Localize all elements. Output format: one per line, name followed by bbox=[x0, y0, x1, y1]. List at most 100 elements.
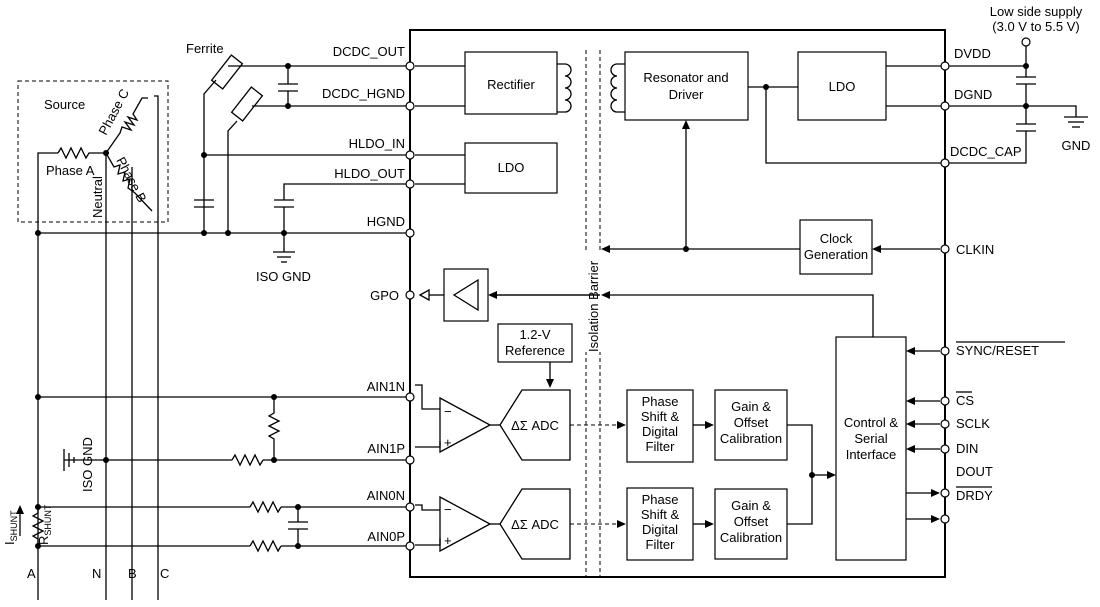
pin-dout-label: DOUT bbox=[956, 464, 993, 479]
source-box bbox=[17, 80, 169, 223]
ch0-gain-cal-block bbox=[714, 488, 788, 560]
phase-a-resistor bbox=[57, 146, 109, 160]
pin-ain0p-label: AIN0P bbox=[367, 529, 405, 544]
pin-dcdc-cap-label: DCDC_CAP bbox=[950, 144, 1022, 159]
svg-text:Shift &: Shift & bbox=[641, 409, 680, 424]
reference-label-2: Reference bbox=[505, 343, 565, 358]
pin-dcdc-out-label: DCDC_OUT bbox=[333, 44, 405, 59]
ch0-adc-label: ΔΣ ADC bbox=[511, 517, 559, 532]
control-serial-block bbox=[835, 336, 907, 561]
pin-gpo-label: GPO bbox=[370, 288, 399, 303]
ldo-label: LDO bbox=[829, 79, 856, 94]
ain1-series-resistor bbox=[231, 453, 264, 467]
svg-text:Filter: Filter bbox=[646, 439, 676, 454]
low-side-supply-label-1: Low side supply bbox=[990, 4, 1083, 19]
ch1-gain-cal-block bbox=[714, 389, 788, 461]
conductor-c-label: C bbox=[160, 566, 169, 581]
gnd-symbol bbox=[1064, 116, 1088, 128]
iso-gnd-label-bottom: ISO GND bbox=[80, 437, 95, 492]
conductor-b-label: B bbox=[128, 566, 137, 581]
r-shunt-label: RSHUNT bbox=[36, 504, 53, 545]
svg-text:Control &: Control & bbox=[844, 415, 899, 430]
neutral-label: Neutral bbox=[90, 176, 105, 218]
hldo-block bbox=[464, 142, 558, 194]
pin-sync-reset-label: SYNC/RESET bbox=[956, 343, 1039, 358]
gnd-label: GND bbox=[1062, 138, 1091, 153]
svg-text:Digital: Digital bbox=[642, 522, 678, 537]
resonator-block bbox=[624, 51, 749, 121]
resonator-label-1: Resonator and bbox=[643, 70, 728, 85]
pin-ain1n-label: AIN1N bbox=[367, 379, 405, 394]
pin-dgnd-label: DGND bbox=[954, 87, 992, 102]
conductor-n-label: N bbox=[92, 566, 101, 581]
ch0-amplifier bbox=[439, 495, 492, 553]
svg-text:Calibration: Calibration bbox=[720, 530, 782, 545]
ic-outline bbox=[409, 29, 946, 578]
hldo-label: LDO bbox=[498, 160, 525, 175]
svg-text:Phase: Phase bbox=[642, 394, 679, 409]
iso-gnd-symbol-bottom bbox=[63, 449, 75, 471]
ferrite-bead-1 bbox=[210, 54, 244, 90]
svg-text:Offset: Offset bbox=[734, 415, 769, 430]
pin-dvdd-label: DVDD bbox=[954, 46, 991, 61]
pin-din-label: DIN bbox=[956, 441, 978, 456]
isolation-barrier-label: Isolation Barrier bbox=[586, 260, 601, 352]
i-shunt-label: ISHUNT bbox=[2, 510, 19, 545]
svg-text:Calibration: Calibration bbox=[720, 431, 782, 446]
clock-label-1: Clock bbox=[820, 231, 853, 246]
transformer-coil-secondary bbox=[610, 63, 625, 113]
svg-text:Interface: Interface bbox=[846, 447, 897, 462]
phase-c-resistor bbox=[105, 97, 148, 154]
pin-hldo-in-label: HLDO_IN bbox=[349, 136, 405, 151]
ain1-shunt-resistor bbox=[267, 397, 281, 460]
pin-drdy-label: DRDY bbox=[956, 488, 993, 503]
right-pin-labels: DVDD DGND DCDC_CAP CLKIN SYNC/RESET CS S… bbox=[950, 46, 1039, 503]
rectifier-label: Rectifier bbox=[487, 77, 535, 92]
iso-gnd-label-top: ISO GND bbox=[256, 269, 311, 284]
gpo-buffer-triangle bbox=[452, 278, 479, 312]
pin-ain1p-label: AIN1P bbox=[367, 441, 405, 456]
reference-block bbox=[497, 323, 573, 363]
svg-text:Shift &: Shift & bbox=[641, 507, 680, 522]
transformer-coil-primary bbox=[557, 63, 572, 113]
ch1-phase-filter-block bbox=[626, 389, 694, 463]
clock-label-2: Generation bbox=[804, 247, 868, 262]
iso-gnd-symbol-top bbox=[273, 251, 295, 263]
svg-text:Filter: Filter bbox=[646, 537, 676, 552]
pin-hldo-out-label: HLDO_OUT bbox=[334, 166, 405, 181]
low-side-supply-label-2: (3.0 V to 5.5 V) bbox=[992, 19, 1079, 34]
clock-generation-block bbox=[799, 219, 873, 275]
pin-clkin-label: CLKIN bbox=[956, 242, 994, 257]
gpo-buffer-block bbox=[443, 268, 489, 322]
left-pin-labels: DCDC_OUT DCDC_HGND HLDO_IN HLDO_OUT HGND… bbox=[322, 44, 405, 544]
svg-text:+: + bbox=[444, 435, 452, 450]
conductor-a-label: A bbox=[27, 566, 36, 581]
pin-cs-label: CS bbox=[956, 393, 974, 408]
pin-dcdc-hgnd-label: DCDC_HGND bbox=[322, 86, 405, 101]
ch1-adc-label: ΔΣ ADC bbox=[511, 418, 559, 433]
resonator-label-2: Driver bbox=[669, 87, 704, 102]
ch1-amplifier bbox=[439, 396, 492, 454]
svg-text:Gain &: Gain & bbox=[731, 498, 771, 513]
svg-text:Serial: Serial bbox=[854, 431, 887, 446]
rectifier-block bbox=[464, 51, 558, 115]
svg-text:Gain &: Gain & bbox=[731, 399, 771, 414]
svg-text:−: − bbox=[444, 404, 452, 419]
shunt-resistor bbox=[31, 507, 45, 546]
source-label: Source bbox=[44, 97, 85, 112]
svg-text:−: − bbox=[444, 502, 452, 517]
ch0-phase-filter-block bbox=[626, 487, 694, 561]
pin-sclk-label: SCLK bbox=[956, 416, 990, 431]
svg-text:+: + bbox=[444, 533, 452, 548]
ferrite-label: Ferrite bbox=[186, 41, 224, 56]
phase-a-label: Phase A bbox=[46, 163, 95, 178]
phase-c-label: Phase C bbox=[95, 86, 132, 137]
svg-text:Phase: Phase bbox=[642, 492, 679, 507]
svg-text:Digital: Digital bbox=[642, 424, 678, 439]
reference-label-1: 1.2-V bbox=[519, 327, 550, 342]
svg-text:Offset: Offset bbox=[734, 514, 769, 529]
pin-ain0n-label: AIN0N bbox=[367, 488, 405, 503]
pin-hgnd-label: HGND bbox=[367, 214, 405, 229]
ldo-block bbox=[797, 51, 887, 121]
